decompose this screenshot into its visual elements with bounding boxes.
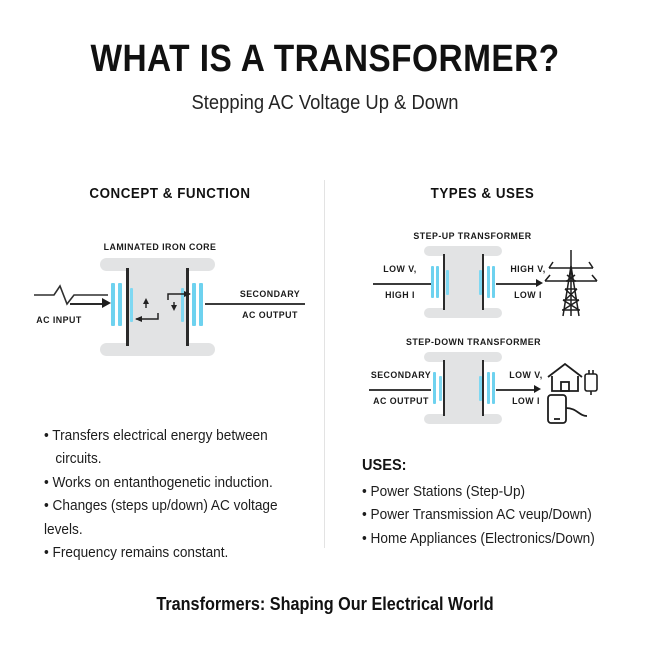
column-divider: [324, 180, 325, 548]
core-bottom-bar: [100, 343, 215, 356]
list-item: • Power Stations (Step-Up): [362, 484, 526, 500]
step-up-output-label-1: HIGH V,: [510, 264, 546, 275]
ac-output-wire: [205, 303, 305, 305]
step-up-output-label-2: LOW I: [514, 290, 542, 301]
list-item: • Transfers electrical energy between ci…: [44, 428, 268, 468]
secondary-coil-bar-2: [192, 283, 196, 326]
step-down-primary-coil-1: [433, 372, 436, 404]
list-item: • Power Transmission AC veup/Down): [362, 507, 592, 524]
step-down-input-label-2: AC OUTPUT: [373, 396, 429, 407]
house-icon: [547, 362, 583, 392]
primary-coil-bar-3: [130, 288, 133, 322]
step-up-title: STEP-UP TRANSFORMER: [413, 231, 532, 242]
ac-input-wire: [70, 303, 104, 305]
step-down-right-limb: [482, 360, 484, 416]
concept-bullet-list: • Transfers electrical energy between ci…: [44, 425, 317, 566]
footer-tagline: Transformers: Shaping Our Electrical Wor…: [156, 594, 494, 614]
section-heading-concept: CONCEPT & FUNCTION: [89, 186, 251, 202]
step-up-core-top-bar: [424, 246, 502, 256]
step-up-primary-coil-3: [446, 270, 449, 295]
step-down-output-wire: [496, 389, 536, 391]
step-up-secondary-coil-1: [479, 270, 482, 295]
step-up-secondary-coil-2: [487, 266, 490, 298]
smartphone-charger-icon: [547, 370, 598, 424]
step-up-left-limb: [443, 254, 445, 310]
laminated-iron-core-label: LAMINATED IRON CORE: [103, 242, 217, 253]
step-up-input-wire: [373, 283, 431, 285]
list-item: • Home Appliances (Electronics/Down): [362, 530, 595, 547]
step-up-output-arrow: [536, 279, 543, 287]
step-down-title: STEP-DOWN TRANSFORMER: [406, 337, 541, 348]
step-down-input-wire: [369, 389, 431, 391]
ac-input-label: AC INPUT: [36, 315, 82, 326]
page-subtitle: Stepping AC Voltage Up & Down: [191, 92, 459, 114]
ac-input-arrow: [102, 298, 111, 308]
secondary-coil-bar-1: [181, 288, 184, 322]
flux-arrows-icon: [135, 291, 191, 322]
step-up-secondary-coil-3: [492, 266, 495, 298]
core-center-column: [128, 266, 186, 348]
step-down-input-label-1: SECONDARY: [370, 370, 432, 381]
step-up-primary-coil-2: [436, 266, 439, 298]
primary-coil-bar-1: [111, 283, 115, 326]
transmission-tower-icon: [544, 250, 598, 317]
page-title: WHAT IS A TRANSFORMER?: [90, 38, 560, 80]
primary-coil-bar-2: [118, 283, 122, 326]
core-right-limb: [186, 268, 189, 346]
core-left-limb: [126, 268, 129, 346]
step-down-secondary-coil-2: [487, 372, 490, 404]
step-down-secondary-coil-1: [479, 376, 482, 401]
step-up-primary-coil-1: [431, 266, 434, 298]
step-down-core-center: [444, 358, 482, 418]
step-down-left-limb: [443, 360, 445, 416]
step-down-secondary-coil-3: [492, 372, 495, 404]
secondary-coil-bar-3: [199, 283, 203, 326]
ac-output-label: AC OUTPUT: [242, 310, 298, 321]
step-up-output-wire: [496, 283, 538, 285]
step-down-core-bottom-bar: [424, 414, 502, 424]
step-up-core-bottom-bar: [424, 308, 502, 318]
step-down-output-label-1: LOW V,: [509, 370, 543, 381]
step-up-input-label-1: LOW V,: [383, 264, 417, 275]
list-item: • Works on entanthogenetic induction.: [44, 474, 273, 491]
list-item: • Frequency remains constant.: [44, 545, 229, 562]
step-down-output-label-2: LOW I: [512, 396, 540, 407]
step-up-input-label-2: HIGH I: [385, 290, 415, 301]
ac-waveform-icon: [34, 284, 108, 306]
step-down-primary-coil-2: [439, 376, 442, 401]
secondary-label: SECONDARY: [239, 289, 301, 300]
list-item: • Changes (steps up/down) AC voltage lev…: [44, 498, 282, 538]
section-heading-types: TYPES & USES: [430, 186, 535, 202]
uses-heading: USES:: [362, 457, 407, 474]
step-down-core-top-bar: [424, 352, 502, 362]
step-up-right-limb: [482, 254, 484, 310]
step-up-core-center: [444, 252, 482, 312]
step-down-output-arrow: [534, 385, 541, 393]
uses-list: • Power Stations (Step-Up) • Power Trans…: [362, 481, 616, 551]
